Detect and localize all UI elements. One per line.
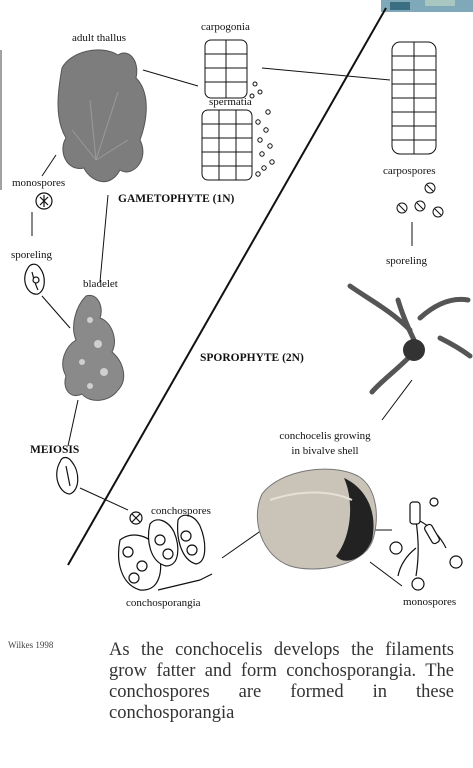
conchospore-cell bbox=[130, 512, 142, 524]
conchosporangia-label: conchosporangia bbox=[126, 598, 201, 609]
caption-text: As the conchocelis develops the filament… bbox=[109, 640, 454, 724]
bivalve-shell-image bbox=[257, 469, 376, 569]
conchosporangia-filaments bbox=[119, 515, 212, 590]
bladelet-label: bladelet bbox=[83, 279, 118, 290]
carpospore-cells bbox=[397, 183, 443, 217]
spermatia-cells bbox=[202, 110, 274, 180]
meiosis-spore-cell bbox=[57, 458, 78, 495]
sporophyte-filaments bbox=[350, 286, 470, 392]
figure-credit: Wilkes 1998 bbox=[8, 640, 53, 650]
carpogonia-label: carpogonia bbox=[201, 22, 250, 33]
monospores-right-label: monospores bbox=[403, 597, 456, 608]
adult-thallus-image bbox=[58, 50, 146, 182]
gametophyte-label: GAMETOPHYTE (1N) bbox=[118, 194, 234, 206]
sporophyte-label: SPOROPHYTE (2N) bbox=[200, 353, 304, 365]
adult-thallus-label: adult thallus bbox=[72, 33, 126, 44]
bladelet-image bbox=[63, 295, 124, 400]
conchospores-label: conchospores bbox=[151, 506, 211, 517]
monospore-left-cell bbox=[36, 193, 52, 209]
sporeling-right-label: sporeling bbox=[386, 256, 427, 267]
conchocelis-label-line2: in bivalve shell bbox=[258, 446, 392, 457]
corner-image-fragment bbox=[381, 0, 473, 12]
sporeling-left-label: sporeling bbox=[11, 250, 52, 261]
life-cycle-diagram bbox=[0, 0, 473, 620]
meiosis-label: MEIOSIS bbox=[30, 445, 79, 457]
spermatia-label: spermatia bbox=[209, 97, 252, 108]
monospores-left-label: monospores bbox=[12, 178, 65, 189]
carpospores-label: carpospores bbox=[383, 166, 436, 177]
sporophyte-zygote bbox=[403, 339, 425, 361]
carposporangium-cells bbox=[392, 42, 436, 154]
conchocelis-filaments-right bbox=[390, 498, 462, 590]
carpogonia-cells bbox=[205, 40, 262, 98]
conchocelis-label-line1: conchocelis growing bbox=[258, 431, 392, 442]
sporeling-left-cell bbox=[25, 264, 45, 294]
